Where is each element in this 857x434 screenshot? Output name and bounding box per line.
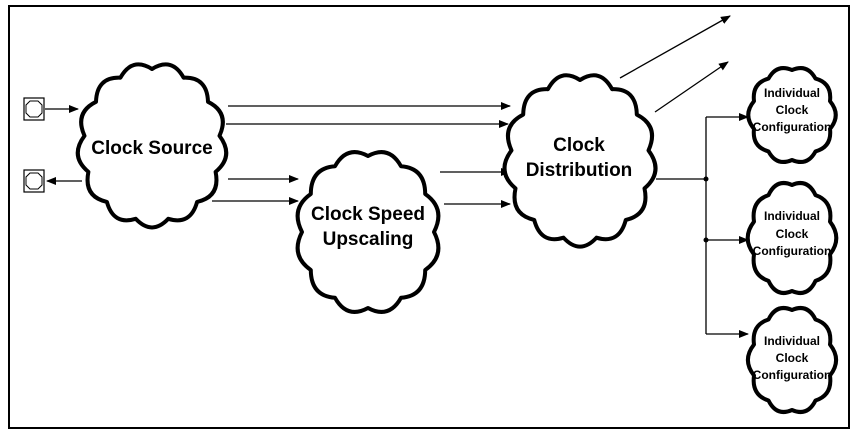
output-port-icon — [23, 169, 45, 193]
config-2-label-line2: Clock — [776, 227, 809, 241]
config-1-label-line2: Clock — [776, 103, 809, 117]
connections — [45, 15, 749, 338]
clock-speed-upscaling-cloud — [295, 150, 441, 314]
individual-clock-configuration-cloud — [745, 306, 839, 414]
clock-speed-upscaling-label-line2: Upscaling — [323, 229, 414, 250]
config-1-label-line3: Configuration — [753, 120, 832, 134]
clock-source-cloud — [75, 62, 229, 230]
diagram-frame — [8, 5, 850, 429]
individual-clock-configuration-cloud — [745, 181, 839, 295]
input-port-icon — [23, 97, 45, 121]
clock-distribution-cloud — [502, 73, 658, 249]
clock-distribution-label-line2: Distribution — [526, 160, 633, 181]
config-3-label-line1: Individual — [764, 334, 820, 348]
config-3-label-line2: Clock — [776, 351, 809, 365]
edge-distribution-out-1 — [619, 15, 731, 79]
config-3-label-line3: Configuration — [753, 368, 832, 382]
edge-distribution-out-2 — [654, 61, 729, 113]
individual-clock-configuration-cloud — [746, 66, 838, 164]
bus-junction-dot — [703, 237, 709, 243]
config-1-label-line1: Individual — [764, 86, 820, 100]
clock-speed-upscaling-label-line1: Clock Speed — [311, 204, 425, 225]
config-2-label-line3: Configuration — [753, 244, 832, 258]
clock-source-label: Clock Source — [91, 138, 212, 159]
bus-junction-dot — [703, 176, 709, 182]
clock-distribution-label-line1: Clock — [553, 135, 605, 156]
config-2-label-line1: Individual — [764, 209, 820, 223]
